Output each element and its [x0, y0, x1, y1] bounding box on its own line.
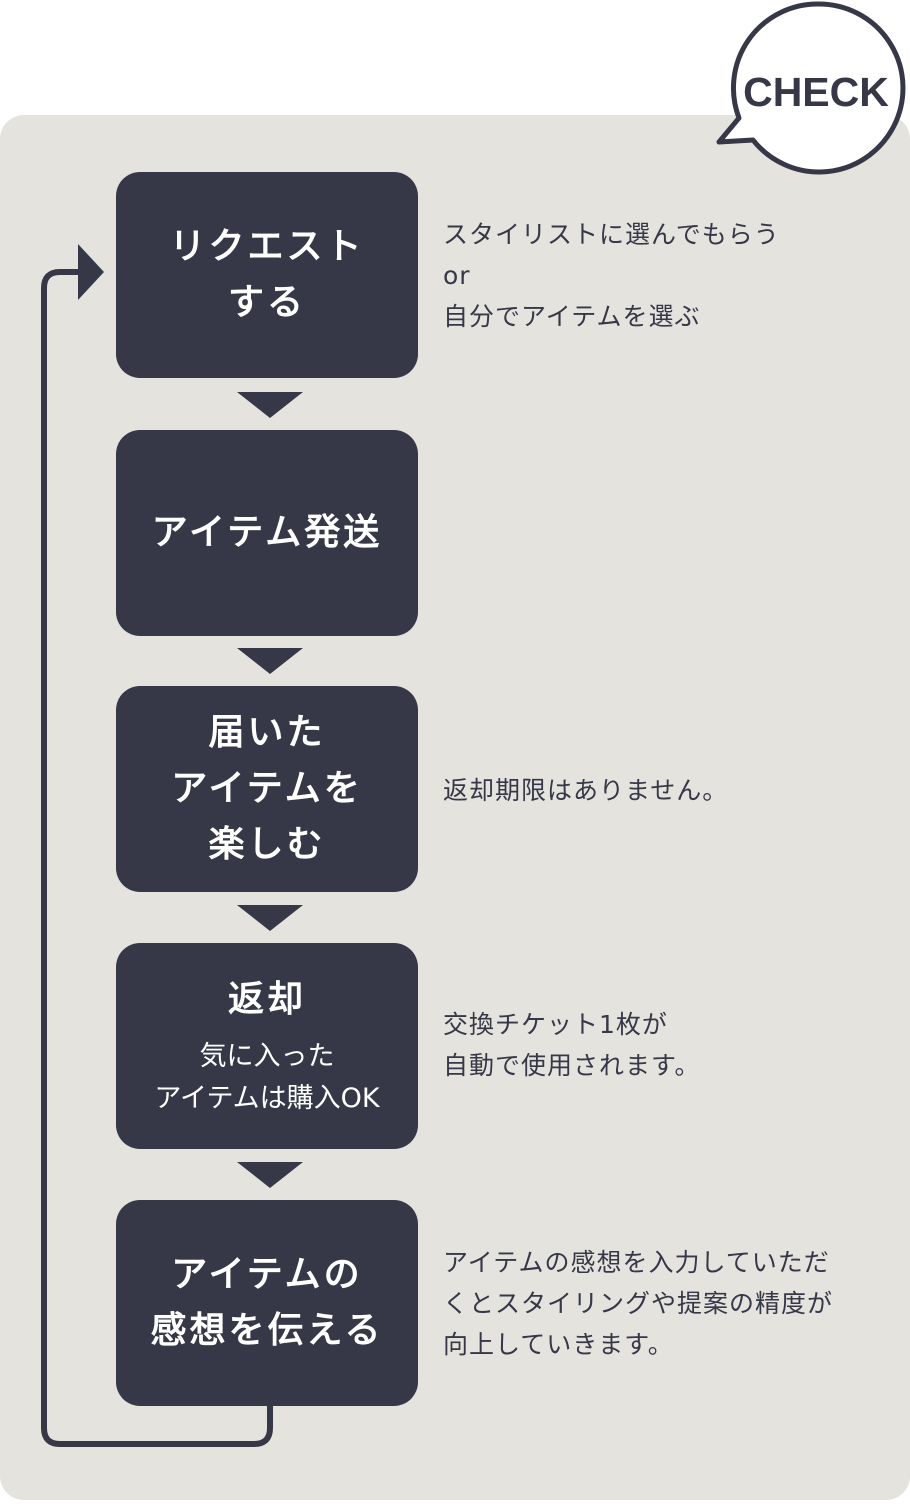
step-feedback-note: アイテムの感想を入力していただ くとスタイリングや提案の精度が 向上していきます… [443, 1248, 834, 1359]
down-arrow-icon [237, 392, 303, 418]
step-feedback: アイテムの 感想を伝える [116, 1200, 418, 1406]
step-enjoy-note: 返却期限はありません。 [443, 776, 729, 805]
step-return: 返却 気に入った アイテムは購入OK [116, 943, 418, 1149]
down-arrow-icon [237, 1162, 303, 1188]
check-badge-label: CHECK [743, 69, 889, 115]
step-enjoy: 届いた アイテムを 楽しむ [116, 686, 418, 892]
down-arrow-icon [237, 648, 303, 674]
step-enjoy-title: 届いた アイテムを 楽しむ [171, 712, 363, 865]
down-arrow-icon [237, 905, 303, 931]
step-request: リクエスト する [116, 172, 418, 378]
step-return-subtitle: 気に入った アイテムは購入OK [154, 1041, 380, 1114]
step-shipping: アイテム発送 [116, 430, 418, 636]
step-feedback-title: アイテムの 感想を伝える [150, 1254, 384, 1351]
step-return-note: 交換チケット1枚が 自動で使用されます。 [443, 1010, 701, 1080]
check-bubble-icon [716, 1, 906, 175]
loop-arrow-head [78, 244, 104, 300]
step-request-title: リクエスト する [169, 226, 365, 323]
step-return-title: 返却 [227, 979, 306, 1020]
step-shipping-title: アイテム発送 [151, 512, 383, 553]
step-request-note: スタイリストに選んでもらう or 自分でアイテムを選ぶ [443, 220, 780, 331]
